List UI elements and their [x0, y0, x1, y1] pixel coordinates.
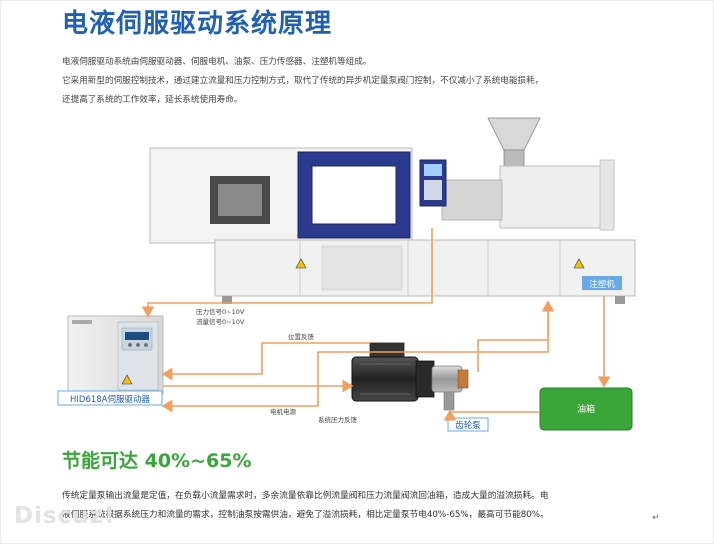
oil-tank-label: 油箱: [577, 403, 595, 415]
intro-line-2: 它采用新型的伺服控制技术，通过建立流量和压力控制方式，取代了传统的异步机定量泵阀…: [62, 76, 544, 86]
signal-flow-label: 流量信号0~10V: [196, 317, 245, 326]
pressure-feedback-label: 系统压力反馈: [318, 415, 358, 424]
gear-pump-label: 齿轮泵: [455, 420, 481, 431]
servo-motor: [351, 342, 435, 402]
machine-label-bg: [582, 276, 622, 290]
gear-pump: [431, 365, 469, 411]
page-title: 电液伺服驱动系统原理: [62, 9, 333, 39]
intro-line-3: 还提高了系统的工作效率，延长系统使用寿命。: [62, 95, 243, 105]
intro-line-1: 电液伺服驱动系统由伺服驱动器、伺服电机、油泵、压力传感器、注塑机等组成。: [62, 57, 372, 67]
pump-outlet-line: [477, 300, 555, 372]
servo-driver: [67, 315, 164, 395]
signal-line: [141, 228, 433, 318]
connection-lines: [141, 228, 611, 421]
position-feedback-label: 位置反馈: [288, 332, 315, 341]
energy-saving-title: 节能可达 40%~65%: [62, 450, 252, 472]
injection-machine: [149, 117, 636, 304]
suction-line: [443, 409, 540, 421]
driver-label-box: [57, 390, 163, 406]
machine-label: 注塑机: [589, 279, 615, 290]
enter-mark: ↵: [652, 513, 660, 523]
gear-pump-label-box: [447, 417, 489, 432]
signal-pressure-label: 压力信号0~10V: [196, 307, 245, 316]
position-feedback-line: [161, 342, 370, 381]
saving-text-line-2: 液伺服系统根据系统压力和流量的需求，控制油泵按需供油，避免了溢流损耗，相比定量泵…: [62, 510, 549, 520]
driver-label: HID618A伺服驱动器: [70, 394, 150, 405]
saving-text-line-1: 传统定量泵输出流量是定值，在负载小流量需求时，多余流量依靠比例流量阀和压力流量阀…: [62, 491, 549, 501]
motor-power-label: 电机电源: [270, 407, 297, 416]
watermark: Discuz!: [14, 503, 116, 529]
oil-tank: [539, 387, 633, 431]
